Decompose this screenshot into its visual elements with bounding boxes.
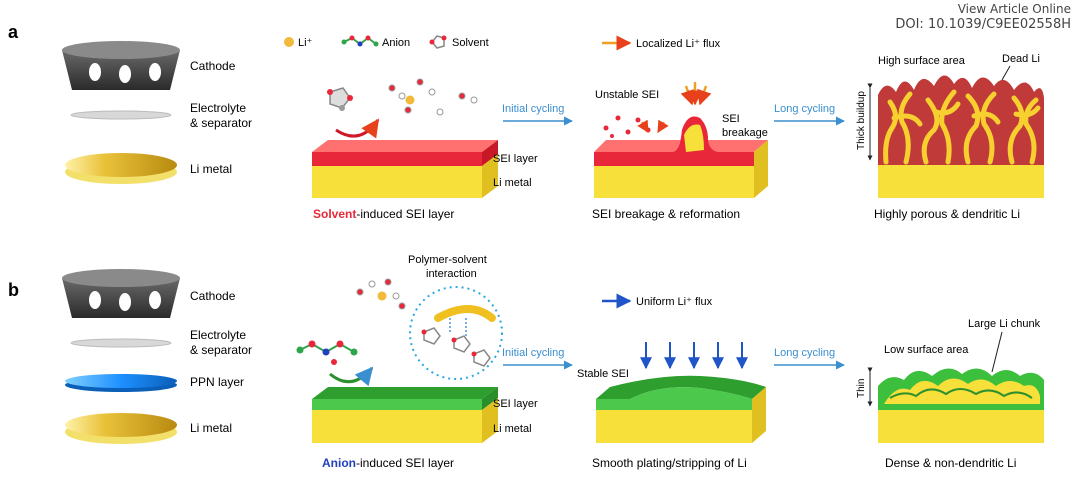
legend-li: Li⁺	[298, 37, 313, 49]
sei-breakage-label-1: SEI	[722, 113, 740, 125]
uniform-flux-arrows	[640, 342, 748, 370]
dendritic-li-illustration	[878, 75, 1044, 198]
polymer-solvent-label-2: interaction	[426, 268, 477, 280]
caption-rest-b: -induced SEI layer	[356, 456, 454, 470]
large-li-chunk-label: Large Li chunk	[968, 318, 1041, 330]
cathode-illustration-b	[62, 269, 180, 318]
cathode-label-a: Cathode	[190, 59, 236, 73]
sei-layer-label-b: SEI layer	[493, 398, 538, 410]
arrow-label-long-a: Long cycling	[774, 103, 835, 115]
watermark: View Article Online DOI: 10.1039/C9EE025…	[895, 2, 1071, 33]
caption-step3-b: Dense & non-dendritic Li	[885, 456, 1016, 470]
caption-highlight-b: Anion	[322, 456, 356, 470]
polymer-solvent-label-1: Polymer-solvent	[408, 254, 487, 266]
low-surface-area-label: Low surface area	[884, 344, 969, 356]
caption-rest-a: -induced SEI layer	[356, 207, 454, 221]
panel-a-letter: a	[8, 22, 19, 42]
watermark-line-1: View Article Online	[957, 2, 1071, 16]
li-ion-legend-icon	[284, 37, 294, 47]
li-metal-label-a: Li metal	[190, 162, 232, 176]
caption-step1-a: Solvent-induced SEI layer	[313, 207, 454, 221]
li-metal-disc-b	[65, 413, 177, 444]
legend-uniform-flux: Uniform Li⁺ flux	[636, 296, 713, 308]
panel-b-letter: b	[8, 280, 19, 300]
li-metal-label-step1-b: Li metal	[493, 423, 532, 435]
legend-solvent: Solvent	[452, 37, 489, 49]
substrate-step2-a	[594, 82, 768, 198]
separator-label-a: & separator	[190, 116, 252, 130]
substrate-step2-b	[596, 375, 766, 443]
substrate-step1-a	[312, 140, 498, 198]
anion-legend-icon	[341, 35, 379, 47]
separator-illustration-b	[70, 338, 172, 348]
polymer-solvent-interaction-icon	[409, 286, 503, 380]
thick-buildup-label: Thick buildup	[856, 91, 867, 150]
large-li-chunk-pointer	[991, 331, 1003, 373]
li-metal-disc-a	[65, 153, 177, 184]
li-metal-label-step1-a: Li metal	[493, 177, 532, 189]
li-metal-label-b: Li metal	[190, 421, 232, 435]
cathode-label-b: Cathode	[190, 289, 236, 303]
anion-molecules-b	[296, 278, 406, 387]
legend-anion: Anion	[382, 37, 410, 49]
high-surface-area-label: High surface area	[878, 55, 966, 67]
dense-li-illustration	[878, 368, 1044, 443]
thin-label: Thin	[856, 379, 867, 398]
watermark-doi: DOI: 10.1039/C9EE02558H	[895, 17, 1071, 32]
sei-layer-label-a: SEI layer	[493, 153, 538, 165]
ppn-layer-disc	[65, 374, 177, 392]
dead-li-pointer	[1001, 65, 1011, 81]
arrow-label-initial-b: Initial cycling	[502, 347, 564, 359]
dead-li-label: Dead Li	[1002, 53, 1040, 65]
arrow-label-initial-a: Initial cycling	[502, 103, 564, 115]
separator-label-b: & separator	[190, 343, 252, 357]
caption-step1-b: Anion-induced SEI layer	[322, 456, 454, 470]
legend-localized-flux: Localized Li⁺ flux	[636, 38, 721, 50]
caption-highlight-a: Solvent	[313, 207, 356, 221]
caption-step3-a: Highly porous & dendritic Li	[874, 207, 1020, 221]
unstable-sei-label: Unstable SEI	[595, 89, 659, 101]
substrate-step1-b	[312, 387, 498, 443]
caption-step2-b: Smooth plating/stripping of Li	[592, 456, 747, 470]
ppn-layer-label: PPN layer	[190, 375, 244, 389]
solvent-legend-icon	[429, 35, 447, 49]
cathode-illustration-a	[62, 41, 180, 90]
separator-illustration-a	[70, 110, 172, 120]
electrolyte-label-b: Electrolyte	[190, 328, 246, 342]
solvent-molecules-a	[327, 78, 478, 139]
stable-sei-label: Stable SEI	[577, 368, 629, 380]
sei-breakage-label-2: breakage	[722, 127, 768, 139]
caption-step2-a: SEI breakage & reformation	[592, 207, 740, 221]
electrolyte-label-a: Electrolyte	[190, 101, 246, 115]
arrow-label-long-b: Long cycling	[774, 347, 835, 359]
